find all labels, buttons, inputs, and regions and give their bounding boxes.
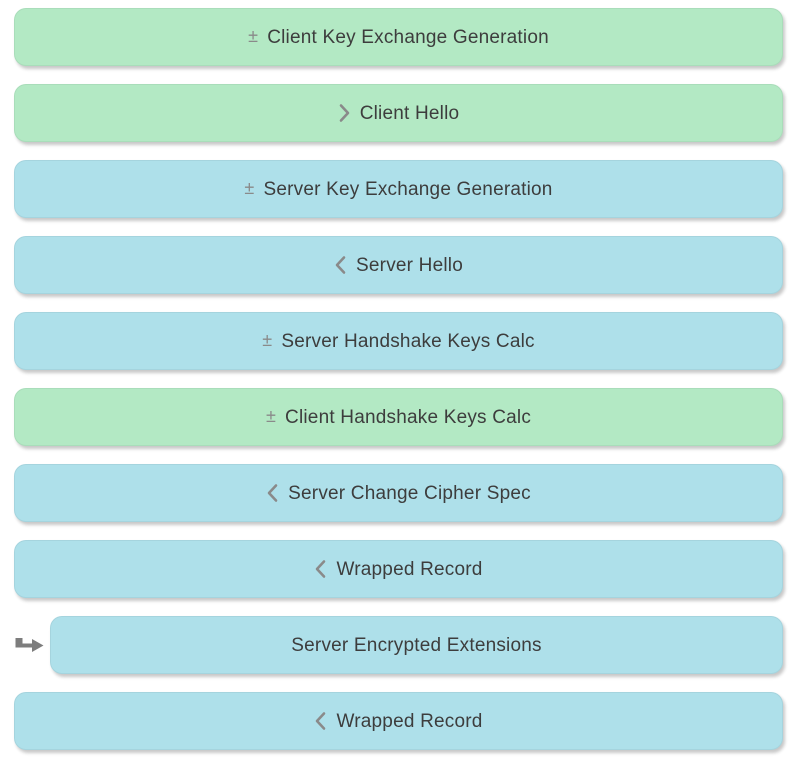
plus-minus-icon: ± [265,406,277,426]
plus-minus-icon: ± [244,178,255,198]
record-server-key-exchange-generation[interactable]: ± Server Key Exchange Generation [14,160,783,218]
record-client-hello[interactable]: Client Hello [14,84,783,142]
record-row: ± Server Key Exchange Generation [14,160,783,218]
plus-minus-icon: ± [262,330,273,350]
angle-left-icon [266,483,279,503]
record-row: Server Encrypted Extensions [14,616,783,674]
angle-left-icon [314,711,327,731]
angle-left-icon [334,255,347,275]
plus-minus-icon: ± [248,26,259,46]
record-row: Server Hello [14,236,783,294]
record-client-handshake-keys-calc[interactable]: ± Client Handshake Keys Calc [14,388,783,446]
record-server-hello[interactable]: Server Hello [14,236,783,294]
record-server-handshake-keys-calc[interactable]: ± Server Handshake Keys Calc [14,312,783,370]
record-server-encrypted-extensions[interactable]: Server Encrypted Extensions [50,616,783,674]
arrow-right-icon [14,635,46,655]
record-row: ± Client Handshake Keys Calc [14,388,783,446]
record-client-key-exchange-generation[interactable]: ± Client Key Exchange Generation [14,8,783,66]
record-server-change-cipher-spec[interactable]: Server Change Cipher Spec [14,464,783,522]
record-row: ± Client Key Exchange Generation [14,8,783,66]
record-wrapped-record[interactable]: Wrapped Record [14,540,783,598]
record-row: Wrapped Record [14,692,783,750]
record-row: ± Server Handshake Keys Calc [14,312,783,370]
record-row: Client Hello [14,84,783,142]
record-wrapped-record[interactable]: Wrapped Record [14,692,783,750]
record-row: Server Change Cipher Spec [14,464,783,522]
angle-right-icon [338,103,351,123]
angle-left-icon [314,559,327,579]
record-row: Wrapped Record [14,540,783,598]
